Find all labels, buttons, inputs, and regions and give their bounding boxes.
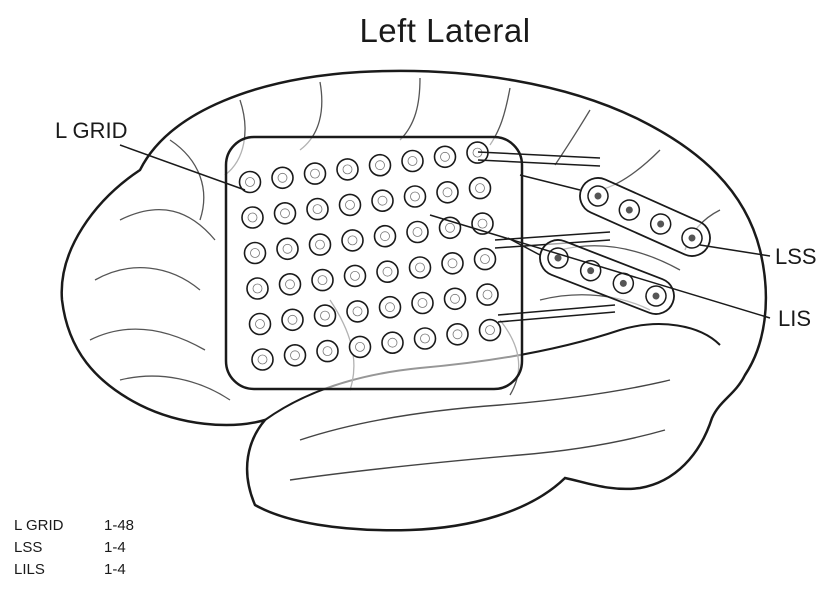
grid-electrode <box>312 270 333 291</box>
grid-electrode <box>375 226 396 247</box>
grid-electrode <box>342 230 363 251</box>
diagram-title: Left Lateral <box>30 12 830 50</box>
grid-electrode <box>280 274 301 295</box>
grid-electrode <box>337 159 358 180</box>
grid-electrode <box>272 167 293 188</box>
grid-electrode <box>470 178 491 199</box>
grid-electrode <box>372 190 393 211</box>
grid-electrode <box>402 151 423 172</box>
legend-name: L GRID <box>14 515 104 537</box>
grid-electrode <box>442 253 463 274</box>
grid-electrode <box>370 155 391 176</box>
legend-row: LSS 1-4 <box>14 537 134 559</box>
grid-electrode <box>447 324 468 345</box>
legend-range: 1-4 <box>104 537 126 559</box>
grid-electrode <box>445 288 466 309</box>
grid-electrode <box>475 249 496 270</box>
grid-electrode <box>310 234 331 255</box>
gyrus-line <box>90 329 205 350</box>
l-grid-label: L GRID <box>55 118 128 144</box>
grid-electrode <box>345 265 366 286</box>
grid-electrode <box>277 238 298 259</box>
gyrus-line <box>120 210 215 240</box>
grid-electrode <box>382 332 403 353</box>
grid-electrode <box>340 194 361 215</box>
grid-electrode <box>317 341 338 362</box>
grid-electrode <box>377 261 398 282</box>
grid-electrode <box>305 163 326 184</box>
lss-label: LSS <box>775 244 817 270</box>
grid-electrode <box>412 293 433 314</box>
grid-electrode <box>437 182 458 203</box>
legend-range: 1-48 <box>104 515 134 537</box>
grid-electrode <box>250 314 271 335</box>
gyrus-line <box>400 78 420 140</box>
grid-electrode <box>480 320 501 341</box>
grid-electrode <box>307 199 328 220</box>
lis-label: LIS <box>778 306 811 332</box>
grid-electrode <box>410 257 431 278</box>
grid-electrode <box>347 301 368 322</box>
grid-electrode <box>282 309 303 330</box>
grid-electrode <box>435 146 456 167</box>
legend-range: 1-4 <box>104 559 126 581</box>
legend: L GRID 1-48 LSS 1-4 LILS 1-4 <box>14 515 134 581</box>
legend-name: LILS <box>14 559 104 581</box>
lss-tail <box>520 175 580 190</box>
grid-electrode <box>285 345 306 366</box>
grid-electrode <box>405 186 426 207</box>
grid-electrode <box>245 243 266 264</box>
legend-row: L GRID 1-48 <box>14 515 134 537</box>
temporal-lobe-fold <box>290 430 665 480</box>
grid-electrode <box>350 336 371 357</box>
gyrus-line <box>170 140 204 220</box>
grid-electrode <box>315 305 336 326</box>
grid-electrode <box>477 284 498 305</box>
electrode-strips <box>508 172 716 319</box>
grid-electrode <box>252 349 273 370</box>
grid-electrode <box>380 297 401 318</box>
grid-electrode <box>275 203 296 224</box>
grid-electrode <box>415 328 436 349</box>
gyrus-line <box>95 268 200 290</box>
grid-electrode <box>242 207 263 228</box>
legend-row: LILS 1-4 <box>14 559 134 581</box>
gyrus-line <box>120 376 230 400</box>
lss-strip <box>574 172 716 262</box>
lis-strip <box>535 235 680 320</box>
legend-name: LSS <box>14 537 104 559</box>
grid-electrode <box>407 222 428 243</box>
grid-electrode <box>247 278 268 299</box>
